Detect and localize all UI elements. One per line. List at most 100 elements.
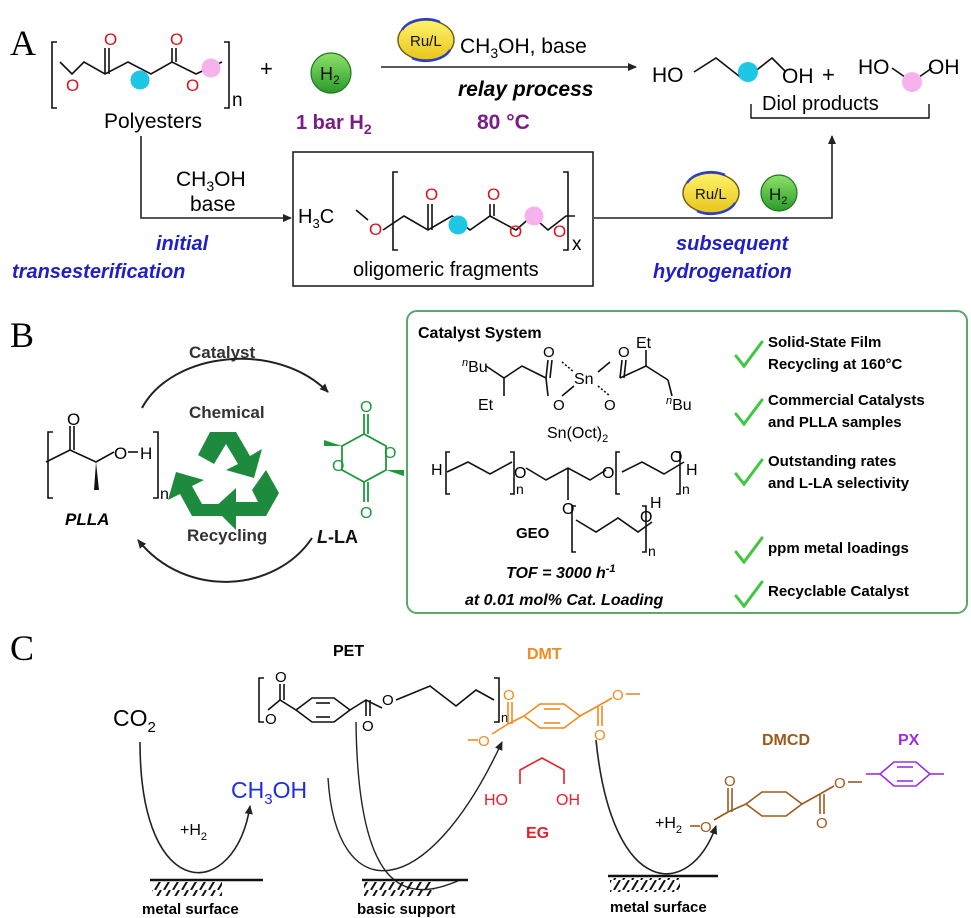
geo-h: H	[650, 495, 662, 512]
lactide-o: O	[384, 445, 396, 462]
h2-ball-icon	[760, 174, 798, 212]
h3c-label: H3C	[298, 206, 334, 231]
eg-bonds	[519, 757, 565, 784]
sn-o: O	[543, 344, 555, 361]
plla-h: H	[140, 444, 152, 463]
h2-pressure: 1 bar H2	[296, 112, 372, 137]
dmcd-o: O	[816, 815, 828, 832]
feature-line: Outstanding rates	[768, 453, 896, 470]
feature-line: Recycling at 160°C	[768, 356, 903, 373]
sn-label: Sn	[574, 371, 594, 388]
feature-item: Solid-State Film Recycling at 160°C	[734, 334, 903, 373]
sn-oct-bonds	[485, 350, 673, 397]
diol1-ho: HO	[652, 64, 684, 87]
sn-o: O	[553, 397, 565, 414]
catalyst-system-box	[406, 310, 968, 614]
carbonyl-o: O	[425, 185, 438, 204]
repeat-x: x	[572, 234, 582, 255]
ch3oh-label: CH3OH	[231, 777, 307, 808]
svg-text:Ru/L: Ru/L	[695, 186, 727, 203]
check-icon	[734, 580, 764, 609]
sn-o: O	[604, 397, 616, 414]
svg-text:metal surface: metal surface	[142, 901, 239, 918]
lactide-o: O	[332, 458, 344, 475]
panel-c: C CO2 CH3OH +H2 PET O O O O n DMT	[10, 628, 944, 918]
geo-bonds	[445, 451, 685, 553]
feature-item: Recyclable Catalyst	[734, 580, 909, 609]
ester-o: O	[553, 222, 566, 241]
geo-n: n	[648, 543, 656, 559]
wedge-bond	[386, 470, 404, 476]
geo-label: GEO	[516, 525, 550, 542]
pet-o: O	[382, 692, 394, 709]
diol2-ho: HO	[858, 56, 890, 79]
step1-line1: CH3OH	[176, 168, 246, 194]
geo-h: H	[686, 462, 698, 479]
et-label: Et	[478, 397, 494, 414]
geo-n: n	[516, 481, 524, 497]
px-bonds	[866, 761, 944, 787]
check-icon	[734, 458, 764, 487]
cyan-dot	[738, 62, 758, 82]
panel-b: B Catalyst Chemical Recycling O O H n PL…	[10, 310, 968, 614]
feature-line: and PLLA samples	[768, 414, 902, 431]
dmt-o: O	[478, 733, 490, 750]
eg-oh: OH	[556, 792, 580, 809]
diol-products-label: Diol products	[762, 93, 879, 115]
repeat-n: n	[232, 90, 243, 111]
geo-n: n	[682, 481, 690, 497]
eg-ho: HO	[484, 792, 508, 809]
polyester-structure	[51, 41, 230, 109]
geo-o: O	[640, 509, 652, 526]
dmcd-o: O	[834, 775, 846, 792]
co2-hydrogenation-arrow	[139, 741, 253, 874]
lactide-o: O	[360, 399, 372, 416]
conditions-text: CH3OH, base	[460, 35, 587, 61]
pet-o: O	[275, 669, 287, 686]
pet-label: PET	[333, 643, 364, 660]
h2-ball-icon	[310, 52, 352, 94]
panel-a: A O O O O n Polyesters + H2 1 bar H2 Ru/	[10, 17, 960, 287]
dmcd-label: DMCD	[762, 732, 810, 749]
feature-line: Commercial Catalysts	[768, 392, 925, 409]
sn-oct-label: Sn(Oct)2	[547, 425, 608, 445]
polyesters-label: Polyesters	[104, 110, 202, 133]
plus-sign: +	[260, 56, 273, 81]
feature-line: and L-LA selectivity	[768, 475, 910, 492]
px-label: PX	[898, 732, 920, 749]
pink-dot	[201, 58, 221, 78]
tof-loading: at 0.01 mol% Cat. Loading	[465, 592, 663, 609]
feature-line: Solid-State Film	[768, 334, 881, 351]
recycling-label: Recycling	[187, 526, 267, 545]
svg-text:Ru/L: Ru/L	[410, 33, 442, 50]
dmt-o: O	[612, 687, 624, 704]
catalyst-system-title: Catalyst System	[418, 325, 542, 342]
diol1-oh: OH	[782, 65, 814, 88]
metal-surface-1: metal surface	[142, 878, 263, 918]
plla-o: O	[114, 444, 127, 463]
lla-label: L-LA	[317, 527, 358, 547]
hydrogenation-arrow	[594, 135, 836, 219]
lactide-bonds	[341, 414, 387, 502]
feature-list: Solid-State Film Recycling at 160°C Comm…	[734, 334, 925, 609]
svg-text:metal surface: metal surface	[610, 899, 707, 916]
dmt-hydrogenation-arrow	[595, 739, 718, 875]
transesterification-label: transesterification	[12, 261, 185, 283]
oligomeric-label: oligomeric fragments	[353, 259, 539, 281]
geo-o: O	[670, 449, 682, 466]
geo-o: O	[514, 465, 526, 482]
feature-item: Commercial Catalysts and PLLA samples	[734, 392, 925, 431]
dmt-o: O	[594, 727, 606, 744]
chemical-label: Chemical	[189, 403, 265, 422]
co2-label: CO2	[113, 705, 156, 736]
hydrogenation-label: hydrogenation	[653, 261, 792, 283]
pet-bonds	[258, 677, 500, 723]
h2-ball-text: H2	[769, 185, 787, 207]
temperature: 80 °C	[477, 111, 530, 134]
carbonyl-o: O	[170, 30, 183, 49]
check-icon	[734, 398, 764, 427]
pet-methanolysis-arrow	[327, 741, 503, 872]
subsequent-label: subsequent	[676, 233, 790, 255]
dmcd-o: O	[724, 773, 736, 790]
oligomer-box	[292, 151, 594, 287]
